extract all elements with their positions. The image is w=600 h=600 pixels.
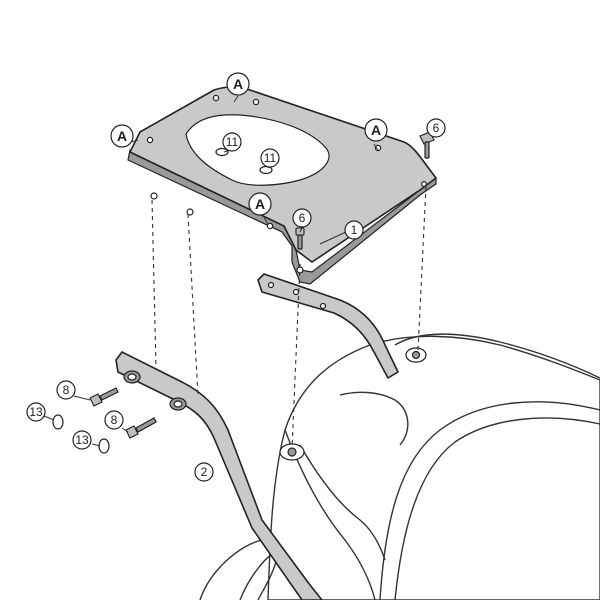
callout-2-label: 2 xyxy=(201,465,208,479)
leader-8-lower xyxy=(121,427,129,433)
callout-11-upper-label: 11 xyxy=(226,135,239,149)
leader-8-upper xyxy=(73,395,91,401)
screw-8-upper xyxy=(89,387,119,407)
rack-plate xyxy=(127,86,437,285)
support-arm-upper xyxy=(257,273,399,379)
callout-8-lower: 8 xyxy=(104,410,124,430)
callout-6-right-label: 6 xyxy=(433,121,440,135)
leader-1 xyxy=(319,231,347,245)
callout-a-top: A xyxy=(226,72,250,96)
callout-11-upper: 11 xyxy=(222,132,242,152)
callout-6-right: 6 xyxy=(426,118,446,138)
motorcycle-rear xyxy=(199,333,600,600)
washer-13-upper xyxy=(52,414,64,430)
guide-left-rear xyxy=(187,213,199,397)
callout-8-upper: 8 xyxy=(56,380,76,400)
support-arm-upper-body xyxy=(257,273,399,379)
rack-plate-cutout xyxy=(185,114,330,186)
motorcycle-seat xyxy=(379,401,600,600)
motorcycle-inner-line xyxy=(299,444,386,561)
motorcycle-grab-rail xyxy=(339,391,409,446)
callout-a-right-label: A xyxy=(371,122,381,138)
support-arm-hole-2 xyxy=(292,288,300,296)
callout-11-lower: 11 xyxy=(260,148,280,168)
rack-plate-hole-a5 xyxy=(266,222,274,230)
callout-8-lower-label: 8 xyxy=(111,413,118,427)
callout-a-left-label: A xyxy=(117,128,127,144)
leader-13-lower xyxy=(91,443,101,447)
callout-6-center: 6 xyxy=(292,208,312,228)
leader-a-right xyxy=(373,143,379,151)
rack-plate-hole-a2 xyxy=(252,98,260,106)
callout-1: 1 xyxy=(344,220,364,240)
screw-8-lower xyxy=(125,417,157,439)
alignment-guides xyxy=(151,185,427,449)
side-bar xyxy=(115,351,323,600)
callout-a-center-label: A xyxy=(255,196,265,212)
callout-8-upper-label: 8 xyxy=(63,383,70,397)
rack-plate-hole-a4 xyxy=(374,144,382,152)
rack-plate-hole-a3 xyxy=(146,136,154,144)
rack-plate-side-hole-1 xyxy=(150,192,158,200)
ring-11-upper xyxy=(215,147,229,157)
motorcycle-tail-upper xyxy=(394,333,600,379)
callout-13-upper-label: 13 xyxy=(29,405,43,419)
callout-a-right: A xyxy=(364,118,388,142)
side-fasteners xyxy=(52,387,157,454)
support-arm-hole-3 xyxy=(319,302,327,310)
rack-plate-side-hole-2 xyxy=(186,208,194,216)
leader-6-center xyxy=(299,227,303,233)
guide-right xyxy=(417,185,427,351)
callout-13-lower-label: 13 xyxy=(75,433,89,447)
washer-13-lower xyxy=(98,438,110,454)
side-bar-slot-1-inner xyxy=(127,373,137,381)
guide-left-front xyxy=(151,199,157,369)
screw-6-center xyxy=(295,227,305,250)
rear-mount-hole-inner xyxy=(411,350,421,360)
support-arm-hole-1 xyxy=(267,281,275,289)
leader-a-center xyxy=(261,213,269,225)
callout-13-lower: 13 xyxy=(72,430,92,450)
callout-13-upper: 13 xyxy=(26,402,46,422)
rack-plate-hole-6 xyxy=(421,181,428,188)
motorcycle-seat-edge xyxy=(394,417,600,600)
motorcycle-side-panel xyxy=(284,429,376,600)
motorcycle-lower-fairing xyxy=(199,539,278,600)
callout-a-left: A xyxy=(110,124,134,148)
side-bar-body xyxy=(115,351,323,600)
front-mount-hole-inner xyxy=(287,447,297,457)
callout-1-label: 1 xyxy=(351,223,358,237)
callout-2: 2 xyxy=(194,462,214,482)
callout-a-top-label: A xyxy=(233,76,243,92)
leader-a-top xyxy=(233,95,239,103)
leader-13-upper xyxy=(43,415,55,421)
screws-top xyxy=(295,131,435,250)
rack-plate-hole-a1 xyxy=(212,94,220,102)
side-bar-slot-2-inner xyxy=(173,400,183,408)
callout-a-center: A xyxy=(248,192,272,216)
callout-6-center-label: 6 xyxy=(299,211,306,225)
rings xyxy=(215,147,273,175)
callout-11-lower-label: 11 xyxy=(264,151,277,165)
guide-center xyxy=(291,263,301,449)
